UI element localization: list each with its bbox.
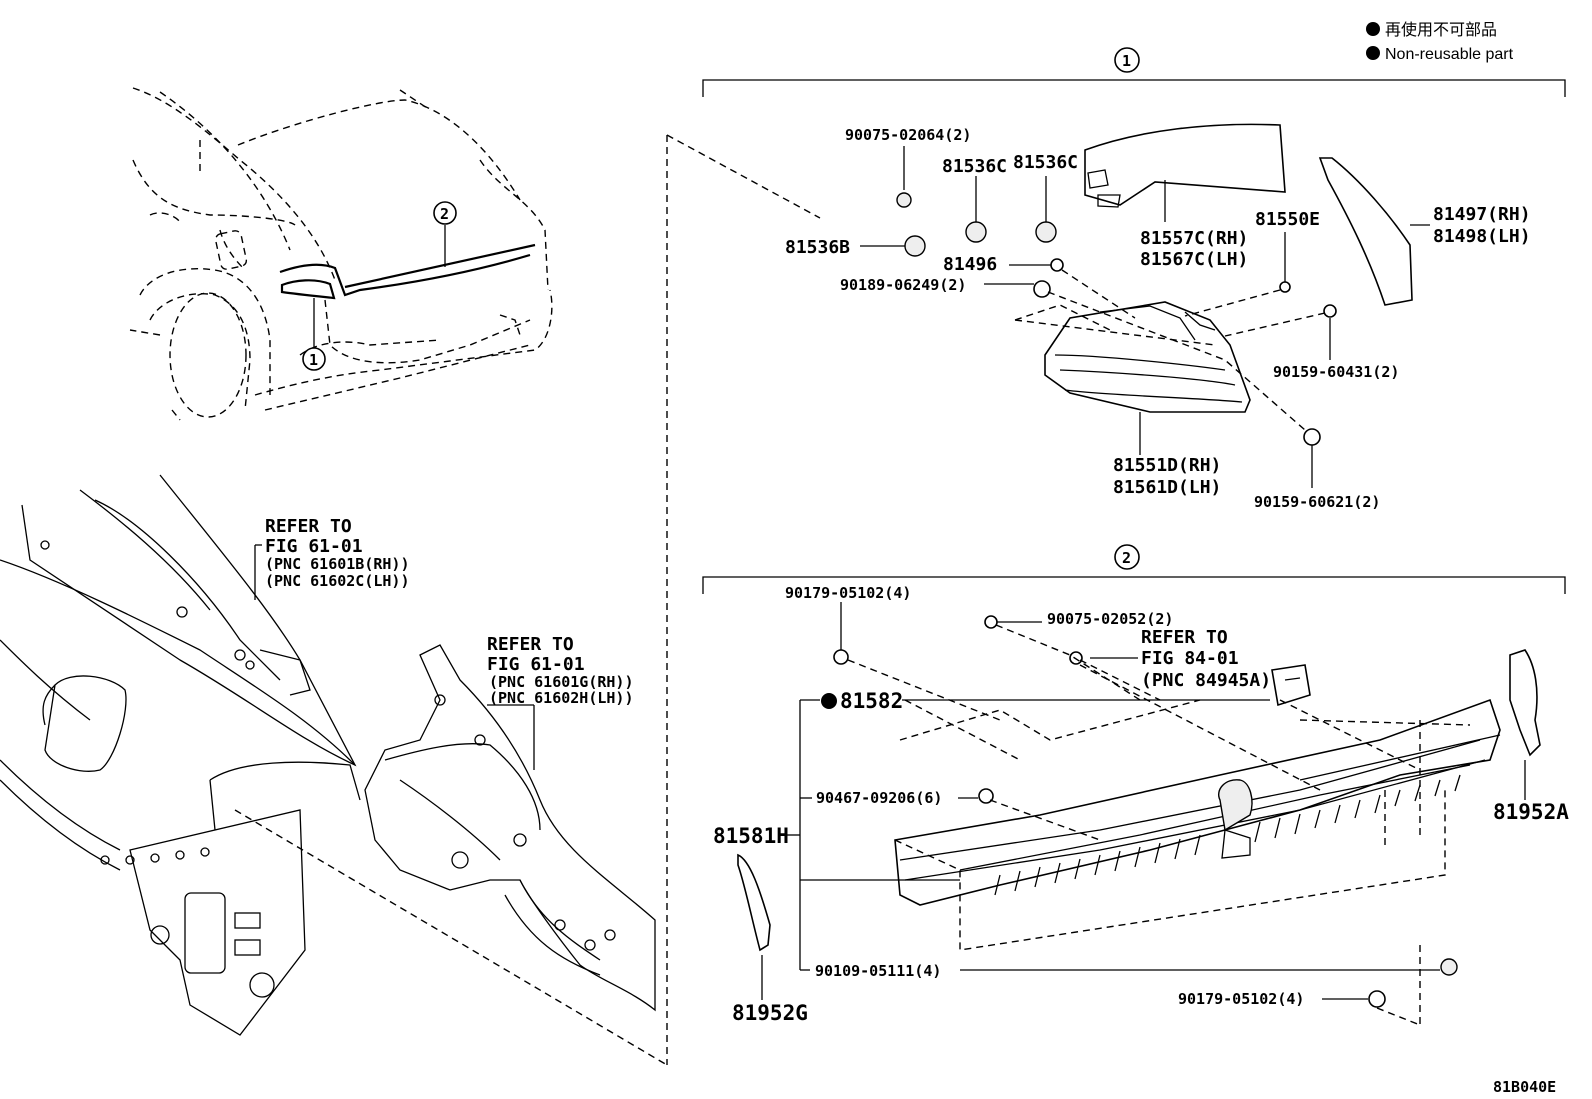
label-81582: 81582 (840, 689, 903, 713)
label-81550E: 81550E (1255, 209, 1320, 230)
label-81496: 81496 (943, 254, 997, 275)
hatching (994, 774, 1461, 896)
ref2-line2: FIG 61-01 (487, 654, 585, 675)
ref3-line2: FIG 84-01 (1141, 648, 1239, 669)
ref3-line1: REFER TO (1141, 627, 1228, 648)
label-90179-05102-b: 90179-05102(4) (1178, 990, 1304, 1008)
ref2-line1: REFER TO (487, 634, 574, 655)
legend-jp: 再使用不可部品 (1385, 21, 1497, 39)
ref2-line3: (PNC 61601G(RH)) (489, 673, 634, 691)
detail-leader (666, 134, 821, 219)
ref1-line2: FIG 61-01 (265, 536, 363, 557)
label-81498: 81498(LH) (1433, 226, 1531, 247)
ref1-line3: (PNC 61601B(RH)) (265, 555, 410, 573)
quarter-panel-view: REFER TO FIG 61-01 (PNC 61601B(RH)) (PNC… (0, 474, 410, 1036)
label-81567C: 81567C(LH) (1140, 249, 1248, 270)
label-81536C-b: 81536C (1013, 152, 1078, 173)
callout-2-label: 2 (440, 205, 449, 223)
label-81581H: 81581H (713, 824, 789, 848)
label-81536B: 81536B (785, 237, 850, 258)
ref1-line1: REFER TO (265, 516, 352, 537)
section-2-number: 2 (1122, 549, 1131, 567)
label-90075-02064: 90075-02064(2) (845, 126, 971, 144)
section-1-number: 1 (1122, 52, 1131, 70)
label-90467-09206: 90467-09206(6) (816, 789, 942, 807)
ref3-line3: (PNC 84945A) (1141, 670, 1271, 691)
label-90109-05111: 90109-05111(4) (815, 962, 941, 980)
non-reusable-bullet-icon (1366, 46, 1380, 60)
non-reusable-bullet-icon (1366, 22, 1380, 36)
detail-leader (234, 809, 668, 1066)
label-81557C: 81557C(RH) (1140, 228, 1248, 249)
label-90159-60431: 90159-60431(2) (1273, 363, 1399, 381)
ref1-line4: (PNC 61602C(LH)) (265, 572, 410, 590)
section-1-taillight: 1 (702, 47, 1566, 511)
non-reusable-bullet-icon (821, 693, 837, 709)
label-90189-06249: 90189-06249(2) (840, 276, 966, 294)
diagram-code: 81B040E (1493, 1078, 1556, 1096)
label-81536C-a: 81536C (942, 156, 1007, 177)
wheel-housing-view: REFER TO FIG 61-01 (PNC 61601G(RH)) (PNC… (364, 634, 656, 1012)
label-81561D: 81561D(LH) (1113, 477, 1221, 498)
label-81551D: 81551D(RH) (1113, 455, 1221, 476)
label-81952G: 81952G (732, 1001, 808, 1025)
callout-1-label: 1 (309, 351, 318, 369)
section-2-garnish: 2 (702, 544, 1569, 1026)
legend: 再使用不可部品 Non-reusable part (1366, 21, 1514, 63)
legend-en: Non-reusable part (1385, 46, 1514, 63)
label-81952A: 81952A (1493, 800, 1569, 824)
label-90075-02052: 90075-02052(2) (1047, 610, 1173, 628)
car-rear-view: 2 1 (129, 87, 553, 421)
label-90179-05102-a: 90179-05102(4) (785, 584, 911, 602)
ref2-line4: (PNC 61602H(LH)) (489, 689, 634, 707)
label-81497: 81497(RH) (1433, 204, 1531, 225)
label-90159-60621: 90159-60621(2) (1254, 493, 1380, 511)
